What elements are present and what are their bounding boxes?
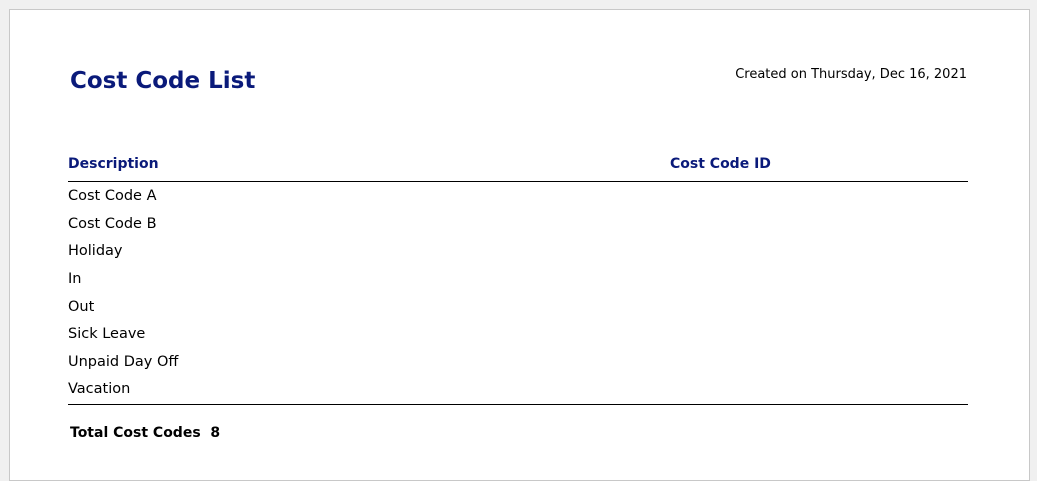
total-cost-codes: Total Cost Codes 8 — [70, 425, 220, 441]
column-header-description: Description — [68, 156, 159, 172]
report-page: Cost Code List Created on Thursday, Dec … — [9, 9, 1030, 481]
table-row: Sick Leave — [68, 326, 146, 342]
table-row: Unpaid Day Off — [68, 354, 179, 370]
footer-divider — [68, 404, 968, 405]
table-row: Cost Code B — [68, 216, 157, 232]
table-row: Out — [68, 299, 95, 315]
table-row: Vacation — [68, 381, 131, 397]
created-date: Created on Thursday, Dec 16, 2021 — [735, 67, 967, 82]
table-row: In — [68, 271, 82, 287]
table-row: Holiday — [68, 243, 123, 259]
total-value: 8 — [210, 425, 221, 441]
report-title: Cost Code List — [70, 68, 256, 94]
column-header-cost-code-id: Cost Code ID — [670, 156, 771, 172]
header-divider — [68, 181, 968, 182]
total-label: Total Cost Codes — [70, 425, 201, 441]
table-row: Cost Code A — [68, 188, 157, 204]
